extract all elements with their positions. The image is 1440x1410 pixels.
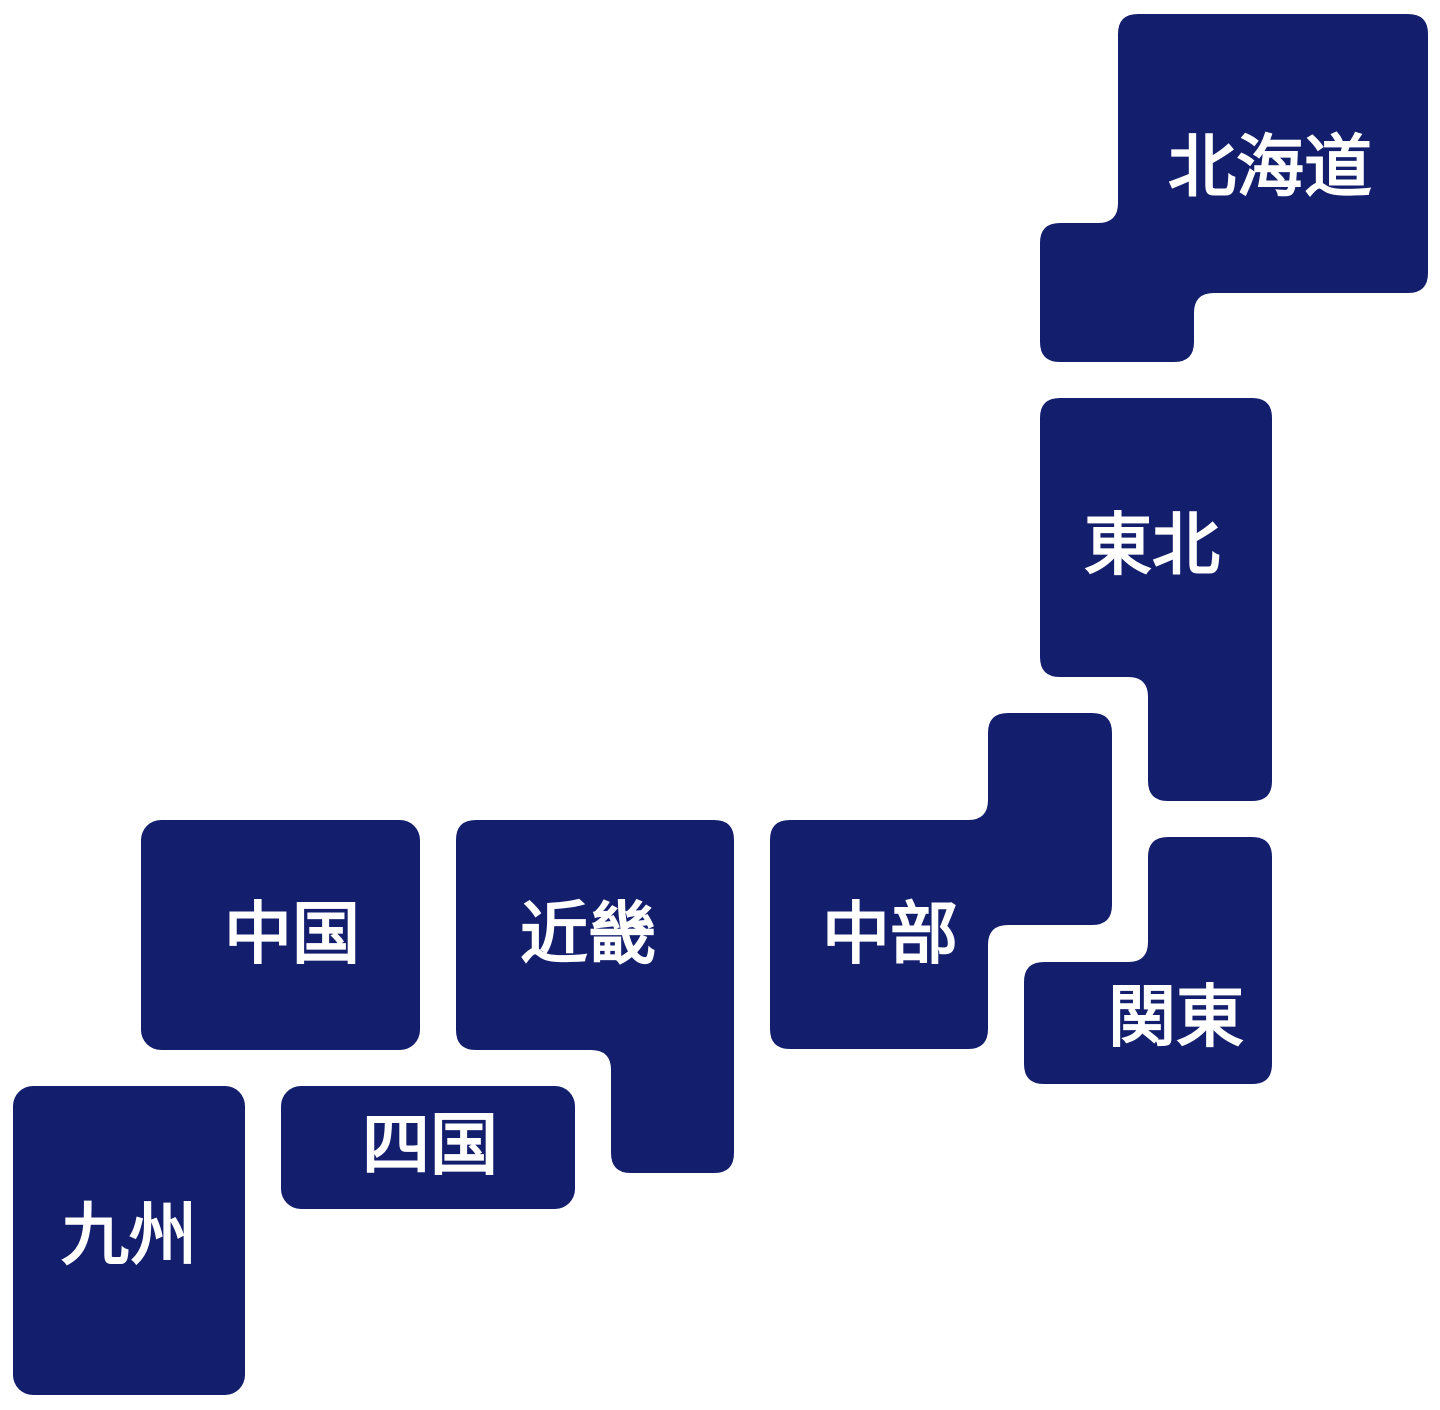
region-kinki-shape bbox=[456, 820, 734, 1173]
region-chubu-shape bbox=[770, 713, 1112, 1049]
region-kyushu-shape bbox=[13, 1086, 245, 1395]
region-kanto-shape bbox=[1024, 837, 1272, 1084]
region-shikoku-shape bbox=[281, 1086, 575, 1209]
region-kyushu[interactable]: 九州 bbox=[13, 1086, 245, 1395]
region-chugoku-shape bbox=[141, 820, 420, 1050]
region-chugoku[interactable]: 中国 bbox=[141, 820, 420, 1050]
region-hokkaido-shape bbox=[1040, 14, 1428, 362]
region-hokkaido[interactable]: 北海道 bbox=[1040, 14, 1428, 362]
region-shikoku[interactable]: 四国 bbox=[281, 1086, 575, 1209]
region-tohoku-shape bbox=[1040, 398, 1272, 801]
